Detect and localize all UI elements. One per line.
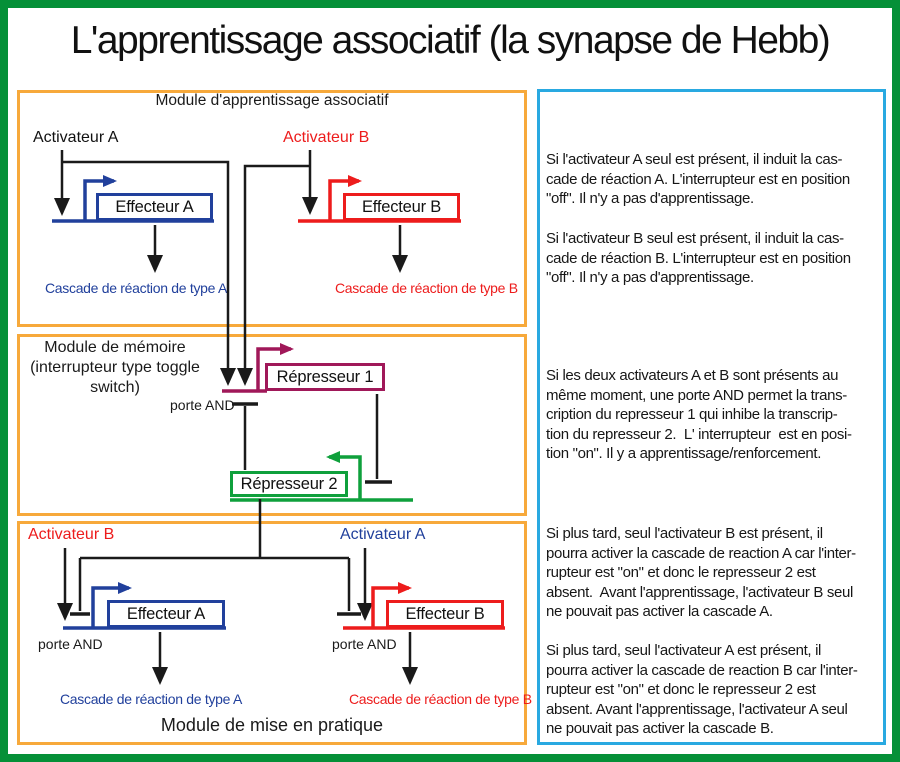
explanation-paragraph-5: Si plus tard, seul l'activateur A est pr… xyxy=(546,642,858,737)
practice-effector-a-label: Effecteur A xyxy=(126,604,206,623)
module-memory-title: Module de mémoire (interrupteur type tog… xyxy=(30,339,200,396)
repressor-2-label: Répresseur 2 xyxy=(240,474,338,493)
practice-cascade-a-label: Cascade de réaction de type A xyxy=(60,691,242,707)
practice-effector-a-box: Effecteur A xyxy=(107,600,225,628)
cascade-b-label: Cascade de réaction de type B xyxy=(335,280,518,296)
explanation-panel xyxy=(537,89,886,745)
explanation-paragraph-3: Si les deux activateurs A et B sont prés… xyxy=(546,367,852,462)
effector-a-box: Effecteur A xyxy=(96,193,213,221)
and-gate-label-right: porte AND xyxy=(332,636,397,652)
module-learning-title: Module d'apprentissage associatif xyxy=(155,92,389,109)
and-gate-label-memory: porte AND xyxy=(170,397,235,413)
practice-activator-b-label: Activateur B xyxy=(28,526,115,543)
practice-cascade-b-label: Cascade de réaction de type B xyxy=(349,691,532,707)
module-practice-title: Module de mise en pratique xyxy=(160,715,384,735)
activator-b-label: Activateur B xyxy=(283,129,370,146)
effector-b-box: Effecteur B xyxy=(343,193,460,221)
explanation-paragraph-4: Si plus tard, seul l'activateur B est pr… xyxy=(546,525,856,620)
repressor-1-label: Répresseur 1 xyxy=(276,367,374,386)
repressor-1-box: Répresseur 1 xyxy=(265,363,385,391)
effector-a-label: Effecteur A xyxy=(115,197,194,216)
practice-effector-b-label: Effecteur B xyxy=(405,604,485,623)
and-gate-label-left: porte AND xyxy=(38,636,103,652)
practice-activator-a-label: Activateur A xyxy=(340,526,426,543)
module-practice-box xyxy=(17,521,527,745)
explanation-paragraph-2: Si l'activateur B seul est présent, il i… xyxy=(546,230,851,286)
effector-b-label: Effecteur B xyxy=(361,197,442,216)
activator-a-label: Activateur A xyxy=(33,129,119,146)
cascade-a-label: Cascade de réaction de type A xyxy=(45,280,227,296)
page-title: L'apprentissage associatif (la synapse d… xyxy=(70,19,831,62)
repressor-2-box: Répresseur 2 xyxy=(230,471,348,497)
explanation-paragraph-1: Si l'activateur A seul est présent, il i… xyxy=(546,151,850,207)
practice-effector-b-box: Effecteur B xyxy=(386,600,504,628)
